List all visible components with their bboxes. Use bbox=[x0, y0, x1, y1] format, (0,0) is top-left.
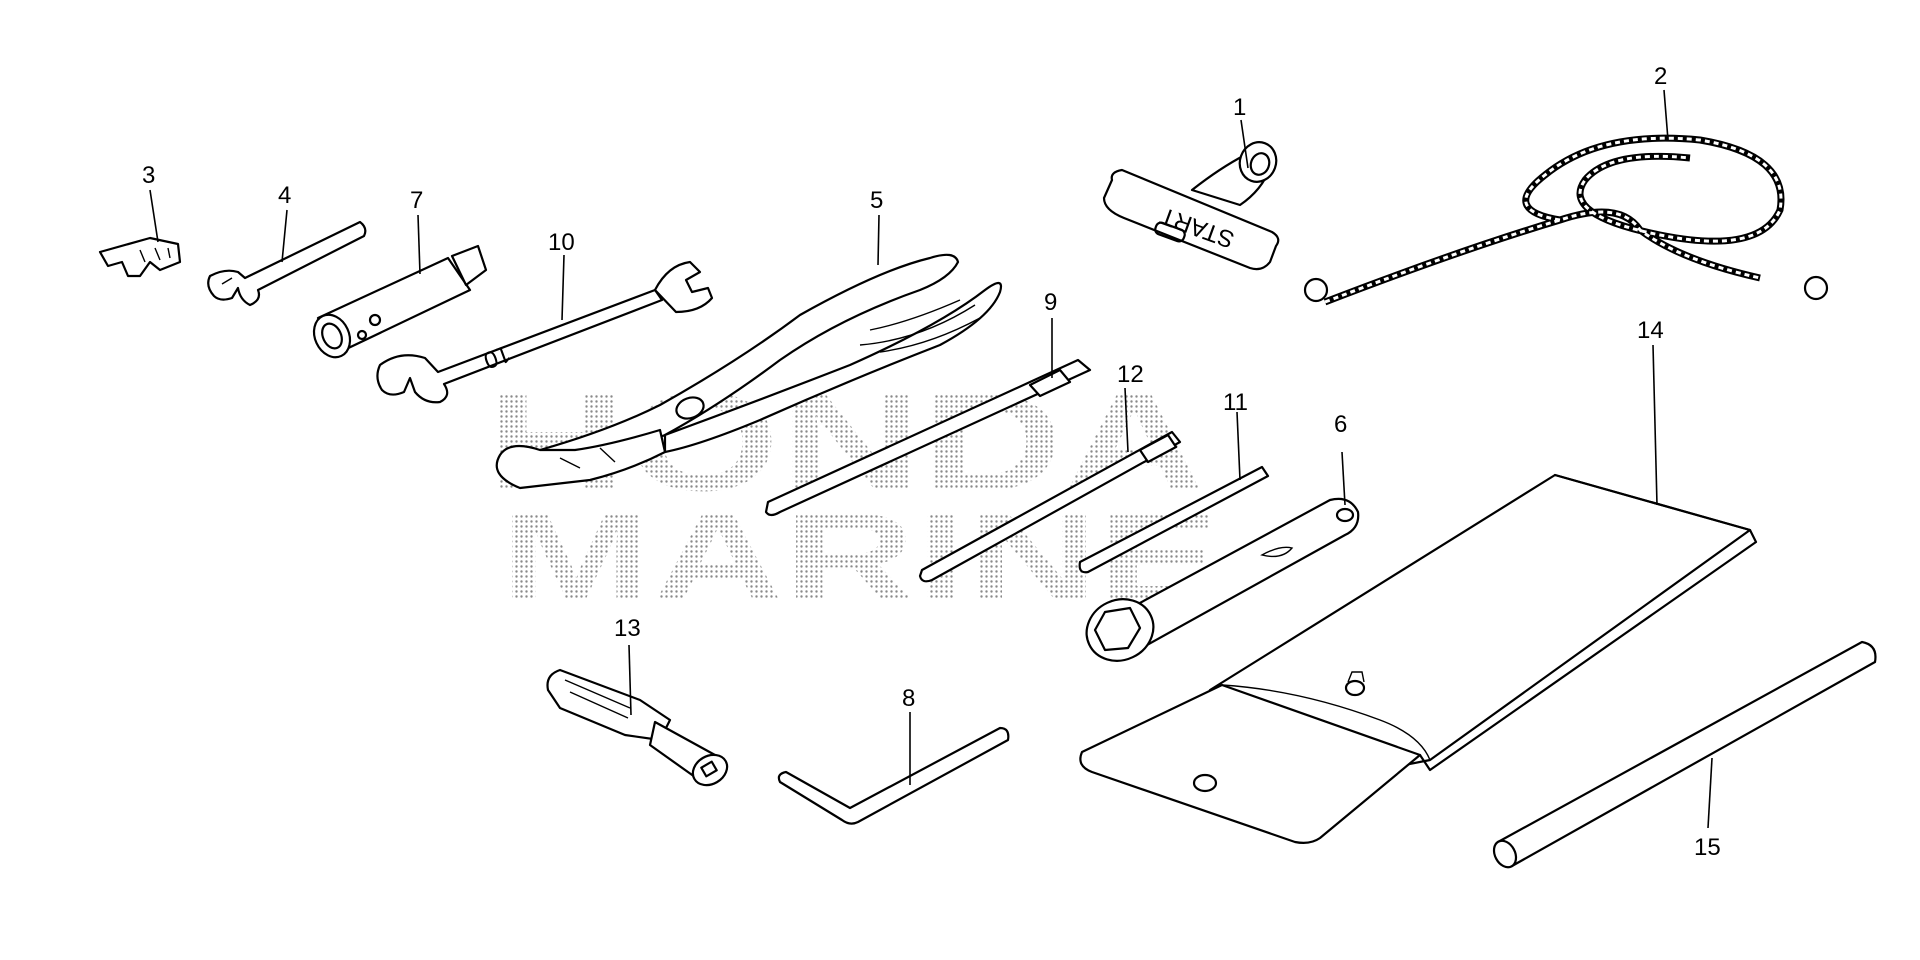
part-4-open-wrench[interactable] bbox=[207, 220, 367, 307]
callout-11[interactable]: 11 bbox=[1223, 389, 1248, 416]
callout-2[interactable]: 2 bbox=[1654, 63, 1667, 90]
callout-12[interactable]: 12 bbox=[1117, 361, 1144, 388]
part-8-hex-key[interactable] bbox=[777, 726, 1010, 825]
part-12-phillips-screwdriver[interactable] bbox=[918, 430, 1182, 583]
part-9-flat-screwdriver[interactable] bbox=[764, 358, 1092, 517]
leader-lines bbox=[149, 89, 1713, 829]
callout-9[interactable]: 9 bbox=[1044, 289, 1057, 316]
callout-4[interactable]: 4 bbox=[278, 182, 291, 209]
part-5-pliers[interactable] bbox=[495, 253, 1003, 490]
callout-5[interactable]: 5 bbox=[870, 187, 883, 214]
part-15-rod[interactable] bbox=[1490, 640, 1877, 871]
callout-7[interactable]: 7 bbox=[410, 187, 423, 214]
callout-13[interactable]: 13 bbox=[614, 615, 641, 642]
callout-numbers: 1 2 3 4 5 6 7 8 9 10 11 12 13 14 15 bbox=[142, 63, 1721, 861]
part-14-tool-bag[interactable] bbox=[1079, 473, 1758, 844]
callout-6[interactable]: 6 bbox=[1334, 411, 1347, 438]
watermark: HONDA MARINE bbox=[485, 363, 1220, 627]
part-3-clip[interactable] bbox=[98, 236, 182, 278]
callout-10[interactable]: 10 bbox=[548, 229, 575, 256]
part-2-starter-rope[interactable] bbox=[1303, 134, 1829, 306]
callout-8[interactable]: 8 bbox=[902, 685, 915, 712]
part-1-starter-grip[interactable]: START bbox=[1102, 137, 1282, 271]
part-6-plug-wrench[interactable] bbox=[1077, 497, 1360, 672]
part-7-socket[interactable] bbox=[307, 244, 488, 363]
callout-3[interactable]: 3 bbox=[142, 162, 155, 189]
part-13-handle-adapter[interactable] bbox=[546, 668, 733, 791]
callout-15[interactable]: 15 bbox=[1694, 834, 1721, 861]
part-11-small-screwdriver[interactable] bbox=[1078, 465, 1270, 574]
callout-14[interactable]: 14 bbox=[1637, 317, 1664, 344]
callout-1[interactable]: 1 bbox=[1233, 94, 1246, 121]
